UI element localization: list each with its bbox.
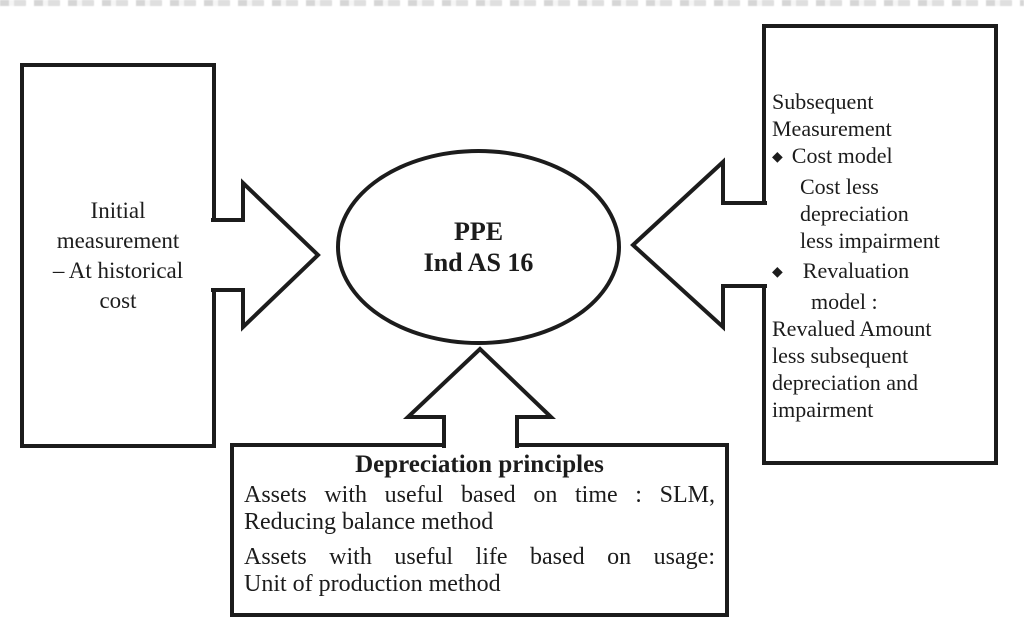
initial-measurement-line: measurement — [56, 227, 180, 253]
revaluation-detail-line: Revalued Amount — [772, 316, 932, 341]
subsequent-measurement-box: Subsequent Measurement ◆ Cost model Cost … — [762, 24, 998, 465]
arrow-left-box-to-ellipse — [211, 178, 321, 332]
initial-measurement-box: Initial measurement – At historical cost — [20, 63, 216, 448]
usage-based-line: Unit of production method — [244, 571, 501, 597]
initial-measurement-line: Initial — [90, 197, 146, 223]
arrow-bottom-box-to-ellipse — [402, 346, 556, 448]
cost-model-detail-line: less impairment — [800, 228, 940, 253]
revaluation-model-detail-line: model : — [811, 289, 878, 314]
ppe-standard: Ind AS 16 — [423, 248, 534, 277]
revaluation-detail-line: impairment — [772, 397, 874, 422]
revaluation-model-label: Revaluation — [802, 258, 910, 283]
depreciation-principles-box: Depreciation principles Assets with usef… — [230, 443, 729, 617]
time-based-line: Assets with useful based on time : SLM, — [244, 481, 715, 508]
ppe-ellipse: PPE Ind AS 16 — [336, 149, 621, 345]
initial-measurement-line: – At historical — [52, 257, 184, 283]
depreciation-principles-title: Depreciation principles — [355, 451, 604, 478]
revaluation-model-bullet-line: ◆ Revaluation — [772, 257, 990, 288]
cost-model-bullet-line: ◆ Cost model — [772, 142, 990, 173]
time-based-line: Reducing balance method — [244, 509, 494, 535]
diamond-bullet-icon: ◆ — [772, 265, 783, 280]
initial-measurement-line: cost — [99, 287, 137, 313]
subsequent-measurement-line: Measurement — [772, 116, 892, 141]
arrow-right-box-to-ellipse — [630, 157, 767, 332]
ppe-title: PPE — [453, 217, 504, 246]
subsequent-measurement-line: Subsequent — [772, 89, 874, 114]
cost-model-label: Cost model — [791, 143, 893, 168]
diamond-bullet-icon: ◆ — [772, 150, 783, 165]
usage-based-line: Assets with useful life based on usage: — [244, 543, 715, 570]
cost-model-detail-line: Cost less — [800, 174, 879, 199]
revaluation-detail-line: depreciation and — [772, 370, 918, 395]
revaluation-detail-line: less subsequent — [772, 343, 909, 368]
scan-artifact — [0, 0, 1024, 6]
cost-model-detail-line: depreciation — [800, 201, 909, 226]
